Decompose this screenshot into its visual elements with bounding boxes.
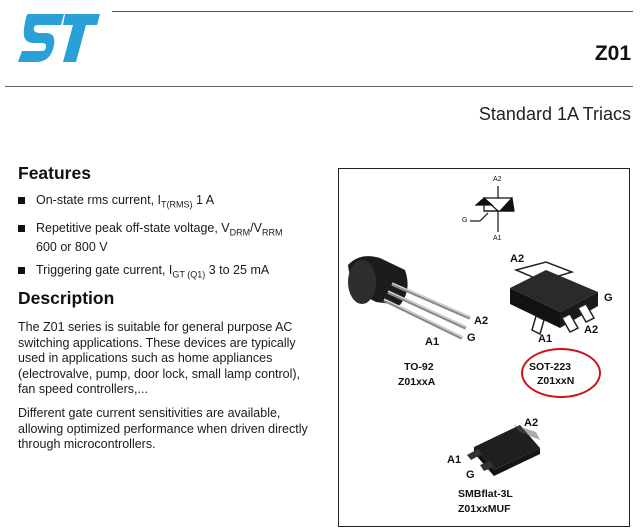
sot223-pin-a2: A2	[584, 324, 599, 336]
smbflat-pin-a1: A1	[447, 454, 462, 466]
top-rule	[112, 11, 633, 12]
sot223-pin-a2-top: A2	[510, 253, 525, 265]
package-figure	[338, 168, 630, 527]
sot223-package-icon	[510, 261, 598, 336]
feature-item: Triggering gate current, IGT (Q1) 3 to 2…	[18, 263, 318, 283]
to92-pin-a1: A1	[425, 336, 440, 348]
document-subtitle: Standard 1A Triacs	[478, 104, 631, 124]
symbol-g-label: G	[462, 217, 468, 224]
features-list: On-state rms current, IT(RMS) 1 A Repeti…	[18, 193, 318, 291]
symbol-a2-label: A2	[493, 176, 502, 183]
bullet-icon	[18, 224, 25, 232]
sot223-pin-g: G	[604, 292, 613, 304]
sot223-pin-a1: A1	[538, 333, 553, 345]
description-heading: Description	[18, 288, 115, 308]
smbflat-pin-a2: A2	[524, 417, 539, 429]
features-heading: Features	[18, 163, 91, 183]
symbol-a1-label: A1	[493, 235, 502, 242]
to92-name: TO-92	[404, 361, 434, 373]
smbflat-name: SMBflat-3L	[458, 488, 513, 500]
bullet-icon	[18, 197, 25, 204]
to92-code: Z01xxA	[398, 376, 436, 388]
header-rule	[5, 86, 633, 87]
smbflat-package-icon	[467, 425, 540, 476]
to92-package-icon	[348, 256, 471, 340]
smbflat-pin-g: G	[466, 469, 475, 481]
description-paragraph: Different gate current sensitivities are…	[18, 406, 308, 451]
to92-pin-g: G	[467, 332, 476, 344]
bullet-icon	[18, 267, 25, 274]
to92-pin-a2: A2	[474, 315, 489, 327]
smbflat-code: Z01xxMUF	[458, 503, 511, 515]
feature-item: Repetitive peak off-state voltage, VDRM/…	[18, 221, 318, 256]
sot223-highlight-circle	[521, 348, 601, 398]
description-paragraph: The Z01 series is suitable for general p…	[18, 320, 301, 396]
part-number: Z01	[594, 42, 631, 65]
feature-item: On-state rms current, IT(RMS) 1 A	[18, 193, 318, 213]
triac-symbol-icon	[470, 186, 515, 232]
st-logo	[18, 14, 100, 62]
